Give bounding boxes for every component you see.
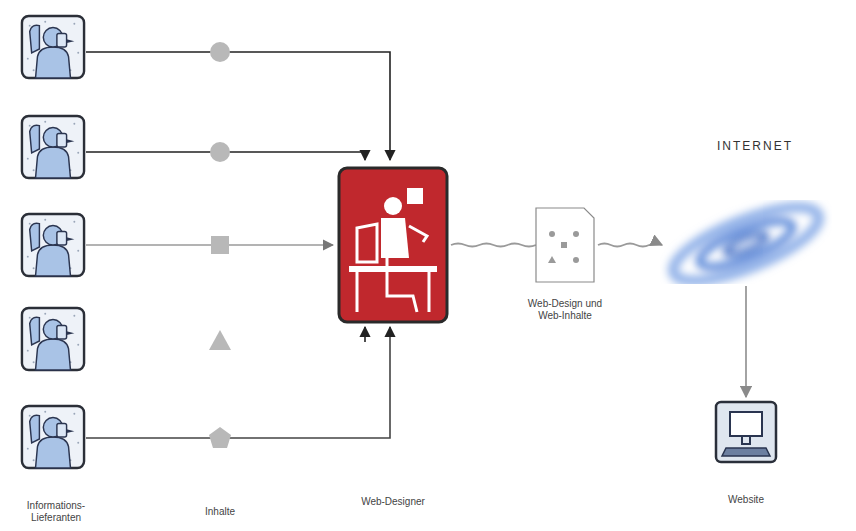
website-icon: Website [714,400,778,464]
node-label: INTERNET [670,140,840,152]
content-symbols [209,42,231,448]
document-icon-art [534,206,596,284]
internet-cloud-art [660,200,832,284]
connector [598,244,662,247]
internet-cloud: INTERNET [660,200,832,284]
column-caption: Inhalte [180,506,260,518]
connector [745,286,747,397]
person-icons [22,16,84,468]
node-label: Website [694,494,798,506]
node-label: Web-Design und Web-Inhalte [520,298,610,322]
connector [451,244,536,247]
column-caption: Informations- Lieferanten [8,500,104,524]
website-icon-art [714,400,778,464]
designer-icon: Web-Designer [337,166,449,324]
node-label: Web-Designer [327,496,459,508]
document-icon: Web-Design und Web-Inhalte [534,206,596,284]
designer-icon-art [337,166,449,324]
